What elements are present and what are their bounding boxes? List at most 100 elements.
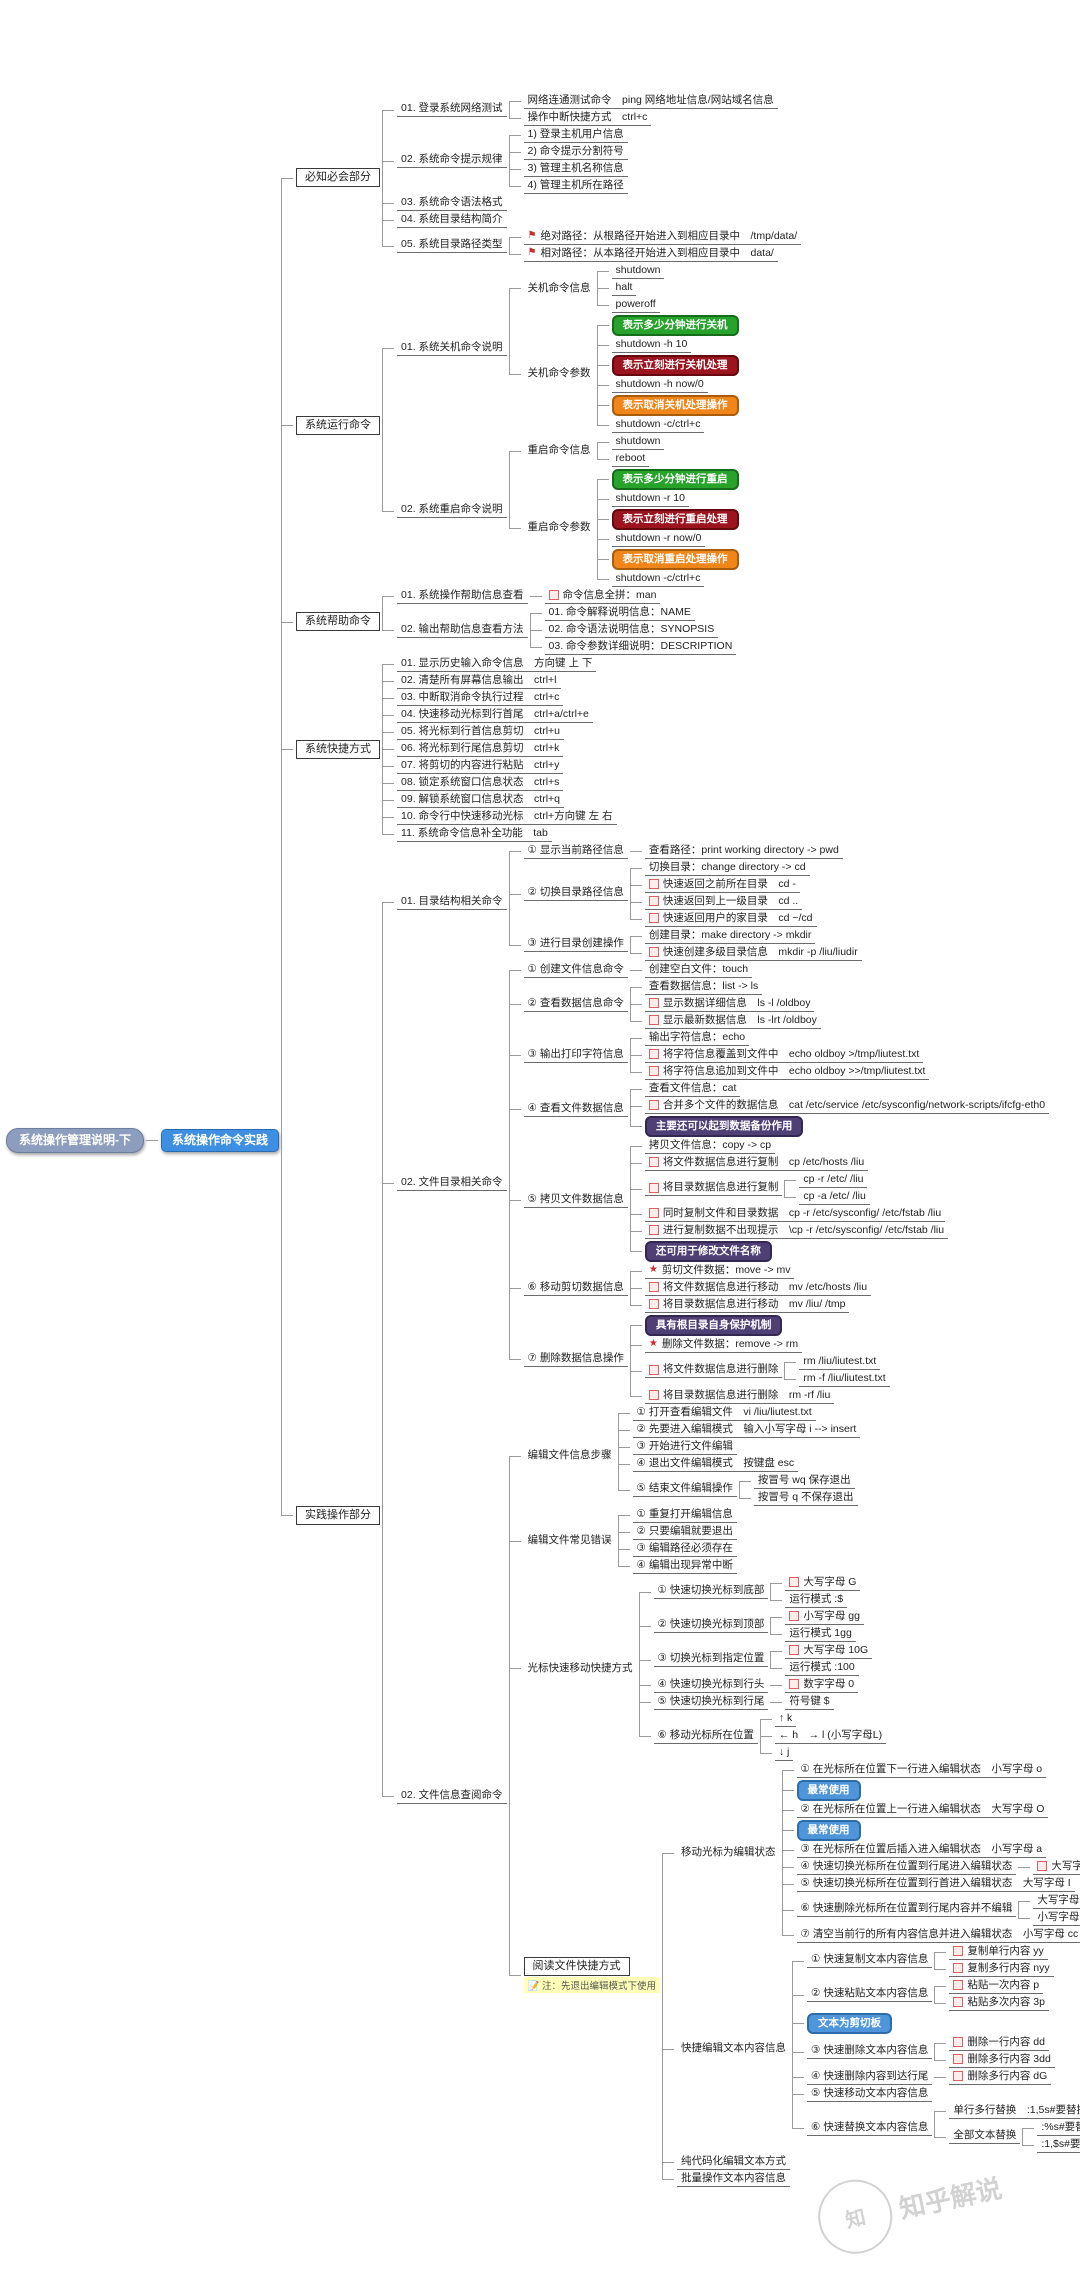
leaf-topic[interactable]: 快速返回之前所在目录 cd - (644, 878, 800, 893)
leaf-topic[interactable]: ⑥ 快速删除光标所在位置到行尾内容并不编辑 (796, 1902, 1017, 1917)
leaf-topic[interactable]: 03. 系统命令语法格式 (397, 196, 507, 211)
leaf-topic[interactable]: ① 重复打开编辑信息 (632, 1508, 737, 1523)
group-topic[interactable]: 重启命令参数 (527, 521, 591, 533)
leaf-topic[interactable]: ③ 编辑路径必须存在 (632, 1542, 737, 1557)
leaf-topic[interactable]: 拷贝文件信息：copy -> cp (644, 1139, 776, 1154)
leaf-topic[interactable]: 合并多个文件的数据信息 cat /etc/service /etc/syscon… (644, 1099, 1050, 1114)
leaf-topic[interactable]: ④ 退出文件编辑模式 按键盘 esc (632, 1457, 799, 1472)
leaf-topic[interactable]: 单行多行替换 :1,5s#要替换信息#替换成什么信息#g (949, 2104, 1080, 2119)
leaf-topic[interactable]: 将文件数据信息进行移动 mv /etc/hosts /liu (644, 1281, 872, 1296)
group-topic[interactable]: 关机命令参数 (527, 367, 591, 379)
leaf-topic[interactable]: ⚑相对路径：从本路径开始进入到相应目录中 data/ (523, 247, 778, 262)
leaf-topic[interactable]: 03. 中断取消命令执行过程 ctrl+c (397, 691, 564, 706)
leaf-topic[interactable]: 删除多行内容 3dd (949, 2053, 1055, 2068)
leaf-topic[interactable]: cp -r /etc/ /liu (799, 1173, 868, 1188)
callout-badge-purple[interactable]: 具有根目录自身保护机制 (644, 1314, 783, 1336)
leaf-topic[interactable]: 11. 系统命令信息补全功能 tab (397, 827, 552, 842)
leaf-topic[interactable]: shutdown -h 10 (611, 338, 692, 353)
leaf-topic[interactable]: 02. 文件目录相关命令 (397, 1176, 507, 1191)
leaf-topic[interactable]: 快速返回用户的家目录 cd ~/cd (644, 912, 817, 927)
leaf-topic[interactable]: ④ 快速删除内容到达行尾 (807, 2070, 933, 2085)
leaf-topic[interactable]: 将文件数据信息进行复制 cp /etc/hosts /liu (644, 1156, 869, 1171)
leaf-topic[interactable]: ★剪切文件数据：move -> mv (644, 1264, 795, 1279)
leaf-topic[interactable]: 07. 将剪切的内容进行粘贴 ctrl+y (397, 759, 564, 774)
leaf-topic[interactable]: ⑤ 快速切换光标到行尾 (653, 1695, 769, 1710)
leaf-topic[interactable]: shutdown -c/ctrl+c (611, 418, 705, 433)
leaf-topic[interactable]: ④ 查看文件数据信息 (523, 1102, 628, 1117)
leaf-topic[interactable]: 09. 解锁系统窗口信息状态 ctrl+q (397, 793, 564, 808)
leaf-topic[interactable]: 创建目录：make directory -> mkdir (644, 929, 816, 944)
leaf-topic[interactable]: 01. 登录系统网络测试 (397, 102, 507, 117)
leaf-topic[interactable]: 粘贴一次内容 p (949, 1979, 1044, 1994)
leaf-topic[interactable]: halt (611, 281, 637, 296)
callout-badge-orange[interactable]: 表示取消关机处理操作 (611, 394, 739, 416)
leaf-topic[interactable]: 将目录数据信息进行删除 rm -rf /liu (644, 1389, 835, 1404)
leaf-topic[interactable]: ① 打开查看编辑文件 vi /liu/liutest.txt (632, 1406, 816, 1421)
leaf-topic[interactable]: ③ 输出打印字符信息 (523, 1048, 628, 1063)
root-topic[interactable]: 系统操作管理说明-下 (6, 1127, 144, 1153)
leaf-topic[interactable]: ② 在光标所在位置上一行进入编辑状态 大写字母 O (796, 1803, 1049, 1818)
leaf-topic[interactable]: 切换目录：change directory -> cd (644, 861, 810, 876)
leaf-topic[interactable]: ★删除文件数据：remove -> rm (644, 1338, 803, 1353)
leaf-topic[interactable]: 大写字母 D (1033, 1894, 1080, 1909)
leaf-topic[interactable]: ① 快速切换光标到底部 (653, 1584, 769, 1599)
leaf-topic[interactable]: ⑦ 清空当前行的所有内容信息并进入编辑状态 小写字母 cc (796, 1928, 1080, 1943)
leaf-topic[interactable]: 全部文本替换 (949, 2129, 1021, 2144)
leaf-topic[interactable]: ① 创建文件信息命令 (523, 963, 628, 978)
leaf-topic[interactable]: 复制单行内容 yy (949, 1945, 1048, 1960)
leaf-topic[interactable]: 操作中断快捷方式 ctrl+c (523, 111, 652, 126)
leaf-topic[interactable]: 粘贴多次内容 3p (949, 1996, 1049, 2011)
leaf-topic[interactable]: 同时复制文件和目录数据 cp -r /etc/sysconfig/ /etc/f… (644, 1207, 946, 1222)
leaf-topic[interactable]: cp -a /etc/ /liu (799, 1190, 870, 1205)
callout-badge-red[interactable]: 表示立刻进行关机处理 (611, 354, 739, 376)
leaf-topic[interactable]: ② 查看数据信息命令 (523, 997, 628, 1012)
leaf-topic[interactable]: ⑥ 快速替换文本内容信息 (807, 2121, 933, 2136)
leaf-topic[interactable]: ↓ j (774, 1746, 794, 1761)
leaf-topic[interactable]: ③ 开始进行文件编辑 (632, 1440, 737, 1455)
leaf-topic[interactable]: 命令信息全拼：man (544, 589, 661, 604)
leaf-topic[interactable]: ② 快速切换光标到顶部 (653, 1618, 769, 1633)
group-topic[interactable]: 光标快速移动快捷方式 (527, 1661, 633, 1674)
leaf-topic[interactable]: 查看文件信息：cat (644, 1082, 741, 1097)
callout-badge-blue[interactable]: 最常使用 (796, 1779, 861, 1801)
leaf-topic[interactable]: ← h → l (小写字母L) (774, 1729, 887, 1744)
callout-badge-green[interactable]: 表示多少分钟进行关机 (611, 314, 739, 336)
leaf-topic[interactable]: reboot (611, 452, 650, 467)
leaf-topic[interactable]: 06. 将光标到行尾信息剪切 ctrl+k (397, 742, 564, 757)
leaf-topic[interactable]: 显示数据详细信息 ls -l /oldboy (644, 997, 815, 1012)
leaf-topic[interactable]: 网络连通测试命令 ping 网络地址信息/网站域名信息 (523, 94, 778, 109)
group-topic[interactable]: 编辑文件信息步骤 (527, 1449, 612, 1461)
leaf-topic[interactable]: 创建空白文件：touch (644, 963, 753, 978)
leaf-topic[interactable]: 将目录数据信息进行移动 mv /liu/ /tmp (644, 1298, 850, 1313)
branch-topic[interactable]: 系统帮助命令 (296, 612, 381, 631)
leaf-topic[interactable]: :1,$s#要替换信息#替换成什么信息#g (1037, 2138, 1080, 2153)
leaf-topic[interactable]: ① 显示当前路径信息 (523, 844, 628, 859)
leaf-topic[interactable]: 小写字母 d$ (1033, 1911, 1080, 1926)
branch-topic[interactable]: 阅读文件快捷方式 (523, 1956, 630, 1976)
leaf-topic[interactable]: ④ 快速切换光标到行头 (653, 1678, 769, 1693)
leaf-topic[interactable]: ⑥ 移动剪切数据信息 (523, 1281, 628, 1296)
leaf-topic[interactable]: 大写字母 G (785, 1576, 861, 1591)
leaf-topic[interactable]: 01. 显示历史输入命令信息 方向键 上 下 (397, 657, 597, 672)
leaf-topic[interactable]: shutdown (611, 435, 665, 450)
leaf-topic[interactable]: ④ 编辑出现异常中断 (632, 1559, 737, 1574)
leaf-topic[interactable]: 01. 系统关机命令说明 (397, 341, 507, 356)
leaf-topic[interactable]: 3) 管理主机名称信息 (523, 162, 628, 177)
branch-topic[interactable]: 必知必会部分 (296, 168, 381, 187)
leaf-topic[interactable]: ① 快速复制文本内容信息 (807, 1953, 933, 1968)
leaf-topic[interactable]: ② 切换目录路径信息 (523, 886, 628, 901)
leaf-topic[interactable]: 快速创建多级目录信息 mkdir -p /liu/liudir (644, 946, 862, 961)
leaf-topic[interactable]: ② 快速粘贴文本内容信息 (807, 1987, 933, 2002)
group-topic[interactable]: 编辑文件常见错误 (527, 1534, 612, 1546)
leaf-topic[interactable]: :%s#要替换信息#替换成什么信息#g (1037, 2121, 1080, 2136)
leaf-topic[interactable]: ↑ k (774, 1712, 797, 1727)
leaf-topic[interactable]: 03. 命令参数详细说明：DESCRIPTION (544, 640, 737, 655)
leaf-topic[interactable]: 将目录数据信息进行复制 (644, 1181, 783, 1196)
leaf-topic[interactable]: 大写字母 10G (785, 1644, 873, 1659)
leaf-topic[interactable]: shutdown -r now/0 (611, 532, 706, 547)
leaf-topic[interactable]: 4) 管理主机所在路径 (523, 179, 628, 194)
leaf-topic[interactable]: 删除一行内容 dd (949, 2036, 1049, 2051)
leaf-topic[interactable]: 运行模式 1gg (785, 1627, 856, 1642)
leaf-topic[interactable]: 小写字母 gg (785, 1610, 864, 1625)
leaf-topic[interactable]: 运行模式 :100 (785, 1661, 859, 1676)
